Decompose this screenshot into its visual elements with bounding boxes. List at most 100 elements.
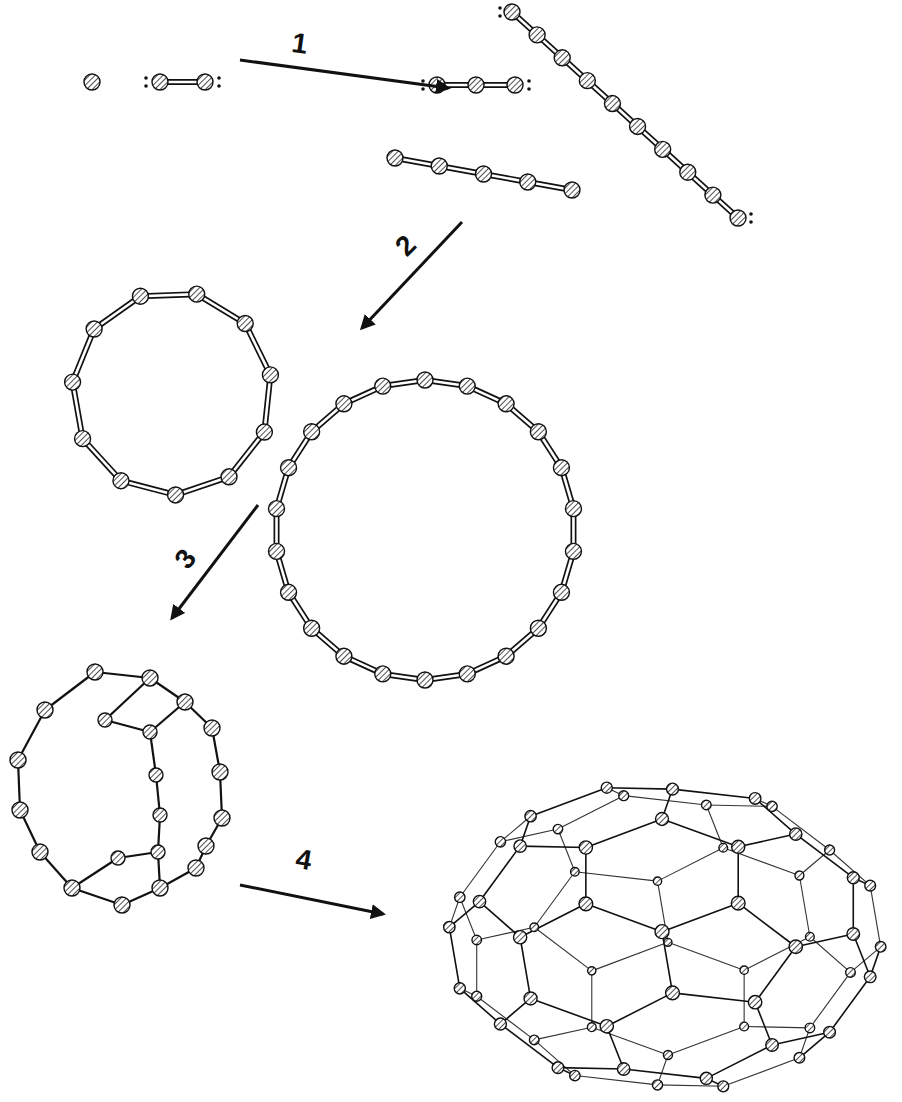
bond: [534, 927, 592, 971]
bond: [592, 942, 668, 971]
bond: [744, 1026, 810, 1027]
carbon-atom: [86, 321, 102, 337]
carbon-atom: [524, 992, 537, 1005]
carbon-atom: [269, 501, 285, 517]
carbon-atom: [748, 995, 761, 1008]
bond: [744, 970, 745, 1026]
bond: [799, 850, 829, 876]
carbon-atom: [32, 844, 48, 860]
lone-pair-dot: [217, 76, 221, 80]
step-number: 1: [290, 29, 309, 59]
bond: [531, 788, 607, 817]
carbon-atom: [304, 620, 320, 636]
carbon-atom: [789, 940, 802, 953]
carbon-atom: [553, 584, 569, 600]
bond: [460, 988, 501, 1024]
bond: [586, 904, 662, 932]
bond: [830, 850, 871, 886]
carbon-atom: [375, 666, 391, 682]
carbon-atom: [132, 288, 148, 304]
bond: [449, 927, 459, 988]
carbon-atom: [375, 378, 391, 394]
carbon-atom: [795, 871, 804, 880]
carbon-atom: [281, 584, 297, 600]
carbon-atom: [702, 800, 712, 810]
bond: [668, 1026, 744, 1055]
bond: [558, 1068, 624, 1069]
bond: [772, 806, 830, 850]
carbon-atom: [554, 50, 570, 66]
bond: [852, 878, 854, 934]
lone-pair-dot: [749, 212, 753, 216]
carbon-atom: [84, 74, 100, 90]
carbon-atom: [149, 768, 163, 782]
carbon-atom: [653, 877, 661, 885]
carbon-atom: [221, 469, 237, 485]
bond: [658, 848, 724, 881]
carbon-atom: [151, 845, 165, 859]
lone-pair-dot: [144, 84, 148, 88]
step-arrow: [240, 885, 383, 914]
carbon-atom: [588, 967, 596, 975]
carbon-atom: [12, 802, 28, 818]
carbon-atom: [663, 1050, 672, 1059]
bond: [500, 829, 558, 842]
bond: [476, 940, 477, 996]
carbon-atom: [10, 752, 26, 768]
carbon-atom: [553, 460, 569, 476]
carbon-atom: [655, 141, 671, 157]
carbon-atom: [269, 543, 285, 559]
carbon-atom: [153, 808, 167, 822]
bond: [810, 972, 851, 1027]
bond: [662, 903, 738, 932]
carbon-atom: [417, 672, 433, 688]
carbon-atom: [553, 824, 562, 833]
carbon-atom: [417, 372, 433, 388]
carbon-atom: [525, 811, 536, 822]
carbon-atom: [875, 942, 886, 953]
carbon-atom: [188, 860, 204, 876]
carbon-atom: [794, 1052, 805, 1063]
carbon-atom: [114, 897, 130, 913]
lone-pair-dot: [498, 6, 502, 10]
carbon-atom: [520, 174, 536, 190]
lone-pair-dot: [527, 79, 531, 83]
carbon-atom: [579, 73, 595, 89]
carbon-atom: [740, 1022, 749, 1031]
carbon-atom: [198, 838, 214, 854]
step-number: 2: [390, 231, 421, 262]
bond: [668, 942, 744, 970]
bond: [662, 932, 672, 993]
bond: [520, 846, 586, 847]
carbon-atom: [189, 286, 205, 302]
carbon-atom: [749, 793, 761, 805]
bond: [480, 902, 521, 938]
step-arrow: [240, 60, 448, 88]
carbon-atom: [680, 164, 696, 180]
carbon-atom: [600, 1020, 613, 1033]
carbon-atom: [152, 880, 168, 896]
carbon-atom: [87, 664, 103, 680]
bond: [520, 904, 586, 937]
carbon-atom: [113, 473, 129, 489]
bonds: [18, 12, 881, 1086]
carbon-atom: [472, 991, 482, 1001]
carbon-atom: [75, 431, 91, 447]
carbon-atom: [732, 840, 745, 853]
carbon-atom: [805, 1023, 815, 1033]
step-number: 4: [294, 845, 314, 875]
bond: [755, 947, 796, 1002]
carbon-atom: [431, 158, 447, 174]
lone-pair-dot: [498, 14, 502, 18]
carbon-atom: [565, 543, 581, 559]
carbon-atom: [262, 367, 278, 383]
carbon-atom: [459, 666, 475, 682]
carbon-atom: [64, 880, 80, 896]
lone-pair-dot: [749, 220, 753, 224]
carbon-atom: [805, 932, 814, 941]
carbon-atom: [473, 895, 485, 907]
carbon-atom: [530, 424, 546, 440]
carbon-atom: [530, 620, 546, 636]
carbon-atom: [472, 935, 481, 944]
bond: [796, 934, 854, 947]
